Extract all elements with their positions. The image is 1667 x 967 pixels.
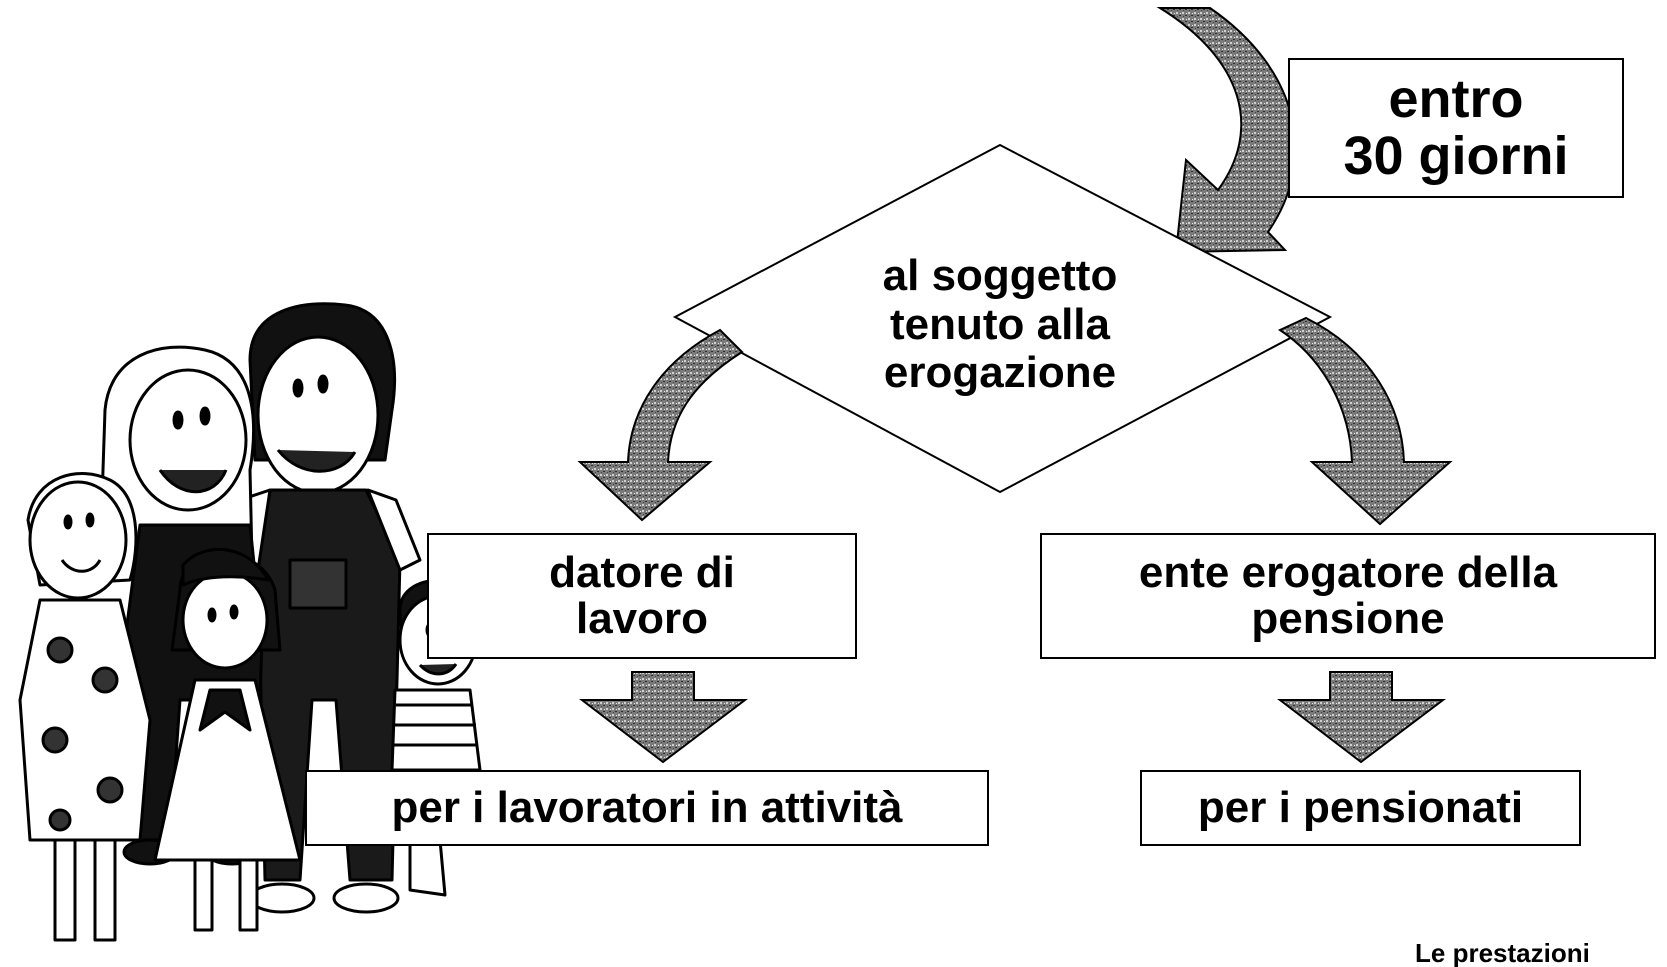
girl-left-figure [18, 472, 152, 942]
decision-label-container: al soggetto tenuto alla erogazione [790, 240, 1210, 410]
small-girl-figure [153, 548, 302, 932]
active-workers-label: per i lavoratori in attività [391, 782, 903, 832]
employer-box: datore di lavoro [427, 533, 857, 659]
pensioners-label: per i pensionati [1197, 782, 1524, 832]
incoming-curved-arrow-icon [1156, 7, 1297, 254]
pensioners-box: per i pensionati [1140, 770, 1581, 846]
decision-label: al soggetto tenuto alla erogazione [882, 251, 1118, 398]
right-down-arrow-icon [1277, 671, 1446, 764]
active-workers-box: per i lavoratori in attività [305, 770, 989, 846]
employer-label: datore di lavoro [549, 547, 735, 643]
pension-provider-label: ente erogatore della pensione [1138, 547, 1558, 643]
decision-diamond [672, 143, 1333, 494]
pension-provider-box: ente erogatore della pensione [1040, 533, 1656, 659]
left-branch-arrow-icon [577, 328, 744, 522]
footer-caption: Le prestazioni [1415, 938, 1590, 967]
right-branch-arrow-icon [1277, 316, 1453, 526]
left-down-arrow-icon [579, 671, 748, 764]
deadline-box: entro 30 giorni [1288, 58, 1624, 198]
deadline-label: entro 30 giorni [1343, 69, 1569, 186]
